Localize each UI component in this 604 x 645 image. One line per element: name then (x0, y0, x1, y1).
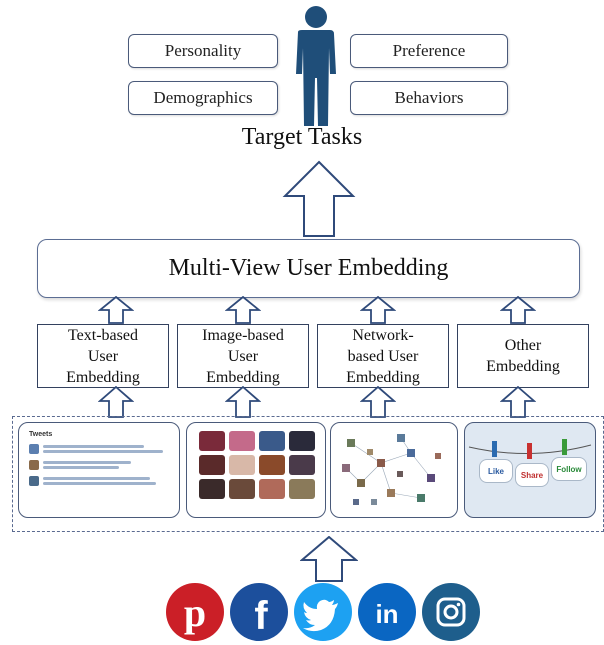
avatar (29, 444, 39, 454)
demographics-label: Demographics (153, 88, 253, 107)
other-embedding-label: Other Embedding (486, 337, 560, 375)
image-thumbnail (259, 431, 285, 451)
network-panel (330, 422, 458, 518)
like-bubble: Like (479, 459, 513, 483)
actions-panel: Like Share Follow (464, 422, 596, 518)
arrow-up-icon (98, 386, 134, 418)
text-embedding-box: Text-based User Embedding (37, 324, 169, 388)
arrow-up-icon (500, 296, 536, 324)
image-thumbnail (259, 455, 285, 475)
follow-label: Follow (556, 464, 582, 474)
behaviors-label: Behaviors (394, 88, 464, 107)
image-thumbnail (229, 455, 255, 475)
multi-view-embedding-box: Multi-View User Embedding (37, 239, 580, 298)
share-bubble: Share (515, 463, 549, 487)
image-thumbnail (199, 431, 225, 451)
tweet-item (29, 460, 169, 470)
tweet-item (29, 476, 169, 486)
preference-label: Preference (392, 41, 466, 60)
image-embedding-box: Image-based User Embedding (177, 324, 309, 388)
arrow-up-icon (300, 536, 358, 582)
image-thumbnail (289, 431, 315, 451)
tweets-panel: Tweets (18, 422, 180, 518)
text-embedding-label: Text-based User Embedding (66, 326, 140, 386)
instagram-icon (422, 583, 480, 641)
network-embedding-box: Network- based User Embedding (317, 324, 449, 388)
image-thumbnail (289, 455, 315, 475)
demographics-box: Demographics (128, 81, 278, 115)
share-label: Share (520, 470, 544, 480)
svg-text:f: f (254, 594, 268, 638)
image-thumbnail (229, 431, 255, 451)
arrow-up-icon (225, 386, 261, 418)
image-thumbnail (229, 479, 255, 499)
twitter-icon (294, 583, 352, 641)
arrow-up-icon (360, 296, 396, 324)
images-panel (186, 422, 326, 518)
pinterest-icon: p (166, 583, 224, 641)
tweet-item (29, 444, 169, 454)
clothesline-icon (468, 439, 592, 459)
avatar (29, 476, 39, 486)
svg-text:p: p (184, 590, 206, 635)
follow-bubble: Follow (551, 457, 587, 481)
tweets-header: Tweets (29, 431, 53, 438)
image-thumbnail (259, 479, 285, 499)
arrow-up-icon (500, 386, 536, 418)
like-label: Like (487, 466, 504, 476)
personality-box: Personality (128, 34, 278, 68)
preference-box: Preference (350, 34, 508, 68)
image-embedding-label: Image-based User Embedding (202, 326, 284, 386)
arrow-up-icon (225, 296, 261, 324)
linkedin-icon: in (358, 583, 416, 641)
other-embedding-box: Other Embedding (457, 324, 589, 388)
image-thumbnail (199, 479, 225, 499)
image-thumbnail (199, 455, 225, 475)
image-thumbnail (289, 479, 315, 499)
facebook-icon: f (230, 583, 288, 641)
arrow-up-icon (98, 296, 134, 324)
svg-text:in: in (375, 599, 398, 629)
arrow-up-icon (282, 160, 356, 237)
personality-label: Personality (164, 41, 242, 60)
network-embedding-label: Network- based User Embedding (346, 326, 420, 386)
target-tasks-title: Target Tasks (241, 124, 363, 150)
network-graph-icon (342, 434, 441, 505)
avatar (29, 460, 39, 470)
person-icon (296, 6, 336, 126)
arrow-up-icon (360, 386, 396, 418)
behaviors-box: Behaviors (350, 81, 508, 115)
multi-view-label: Multi-View User Embedding (168, 255, 449, 281)
